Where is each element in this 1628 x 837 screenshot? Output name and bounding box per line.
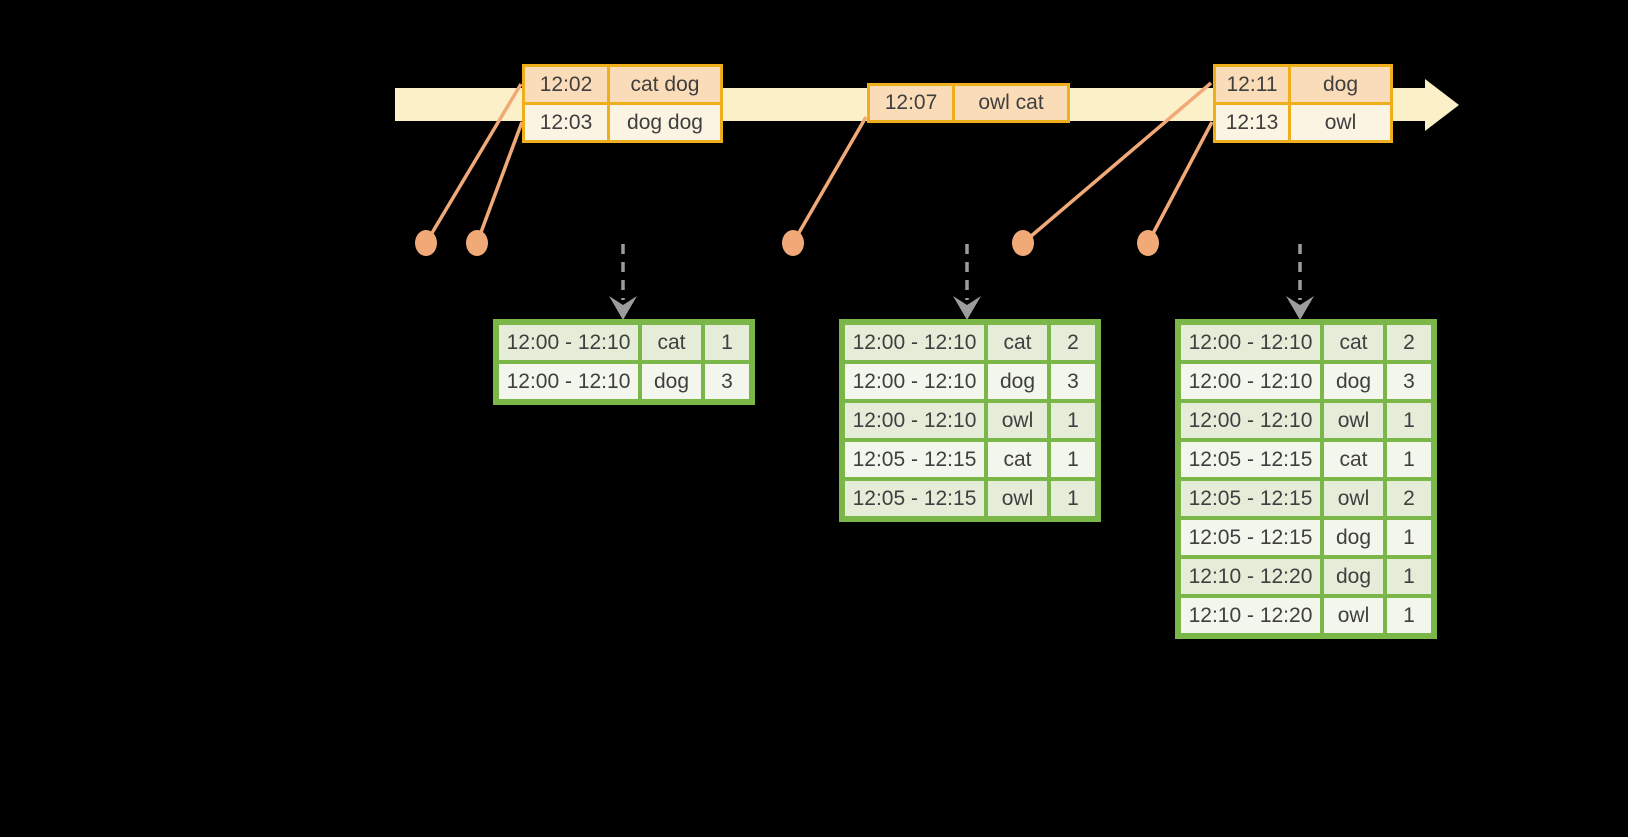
event-time: 12:02 xyxy=(525,67,610,102)
event-marker-dot xyxy=(1137,230,1159,256)
word-cell: owl xyxy=(988,403,1047,438)
timeline-arrowhead-icon xyxy=(1425,79,1459,131)
table-row: 12:05 - 12:15 dog 1 xyxy=(1181,520,1431,555)
event-connector-line xyxy=(424,83,523,244)
table-row: 12:00 - 12:10 owl 1 xyxy=(845,403,1095,438)
event-connector-line xyxy=(1021,81,1213,245)
table-row: 12:00 - 12:10 dog 3 xyxy=(845,364,1095,399)
event-box-2: 12:07 owl cat xyxy=(867,83,1070,123)
word-cell: cat xyxy=(988,442,1047,477)
word-cell: dog xyxy=(1324,364,1383,399)
word-cell: owl xyxy=(988,481,1047,516)
word-cell: owl xyxy=(1324,481,1383,516)
event-marker-dot xyxy=(415,230,437,256)
table-row: 12:00 - 12:10 dog 3 xyxy=(1181,364,1431,399)
word-cell: cat xyxy=(988,325,1047,360)
count-cell: 2 xyxy=(1387,481,1431,516)
table-row: 12:00 - 12:10 cat 2 xyxy=(845,325,1095,360)
table-row: 12:05 - 12:15 owl 2 xyxy=(1181,481,1431,516)
word-cell: cat xyxy=(1324,325,1383,360)
count-cell: 1 xyxy=(1387,598,1431,633)
count-cell: 1 xyxy=(1051,403,1095,438)
event-words: owl xyxy=(1324,110,1357,134)
event-connector-line xyxy=(1146,121,1214,244)
event-words: cat dog xyxy=(630,72,700,96)
window-cell: 12:00 - 12:10 xyxy=(1181,325,1320,360)
window-cell: 12:00 - 12:10 xyxy=(1181,403,1320,438)
event-time: 12:11 xyxy=(1216,67,1291,102)
word-cell: cat xyxy=(1324,442,1383,477)
event-marker-dot xyxy=(466,230,488,256)
count-cell: 2 xyxy=(1387,325,1431,360)
event-connector-line xyxy=(475,121,524,244)
count-cell: 3 xyxy=(705,364,749,399)
window-cell: 12:00 - 12:10 xyxy=(1181,364,1320,399)
word-cell: dog xyxy=(1324,559,1383,594)
word-cell: dog xyxy=(642,364,701,399)
window-cell: 12:05 - 12:15 xyxy=(845,442,984,477)
event-row: 12:02 cat dog xyxy=(525,67,720,102)
event-marker-dot xyxy=(1012,230,1034,256)
event-box-1: 12:02 cat dog 12:03 dog dog xyxy=(522,64,723,143)
table-row: 12:05 - 12:15 owl 1 xyxy=(845,481,1095,516)
table-row: 12:00 - 12:10 cat 2 xyxy=(1181,325,1431,360)
table-row: 12:10 - 12:20 dog 1 xyxy=(1181,559,1431,594)
count-cell: 1 xyxy=(1051,481,1095,516)
result-table-1: 12:00 - 12:10 cat 1 12:00 - 12:10 dog 3 xyxy=(493,319,755,405)
update-arrowhead-icon xyxy=(609,296,637,320)
event-row: 12:11 dog xyxy=(1216,67,1390,102)
count-cell: 1 xyxy=(1387,520,1431,555)
table-row: 12:10 - 12:20 owl 1 xyxy=(1181,598,1431,633)
result-table-3: 12:00 - 12:10 cat 2 12:00 - 12:10 dog 3 … xyxy=(1175,319,1437,639)
event-connector-line xyxy=(791,116,868,244)
update-arrowhead-icon xyxy=(1286,296,1314,320)
event-time: 12:03 xyxy=(525,105,610,140)
count-cell: 3 xyxy=(1051,364,1095,399)
word-cell: owl xyxy=(1324,403,1383,438)
table-row: 12:00 - 12:10 dog 3 xyxy=(499,364,749,399)
event-row: 12:03 dog dog xyxy=(525,102,720,140)
count-cell: 2 xyxy=(1051,325,1095,360)
window-cell: 12:00 - 12:10 xyxy=(845,325,984,360)
table-row: 12:05 - 12:15 cat 1 xyxy=(1181,442,1431,477)
word-cell: dog xyxy=(1324,520,1383,555)
window-cell: 12:05 - 12:15 xyxy=(1181,442,1320,477)
count-cell: 1 xyxy=(705,325,749,360)
window-cell: 12:10 - 12:20 xyxy=(1181,598,1320,633)
count-cell: 1 xyxy=(1387,559,1431,594)
event-words: owl cat xyxy=(978,91,1044,114)
table-row: 12:00 - 12:10 cat 1 xyxy=(499,325,749,360)
window-cell: 12:00 - 12:10 xyxy=(845,364,984,399)
result-table-2: 12:00 - 12:10 cat 2 12:00 - 12:10 dog 3 … xyxy=(839,319,1101,522)
word-cell: cat xyxy=(642,325,701,360)
table-row: 12:00 - 12:10 owl 1 xyxy=(1181,403,1431,438)
window-cell: 12:10 - 12:20 xyxy=(1181,559,1320,594)
count-cell: 1 xyxy=(1387,403,1431,438)
count-cell: 3 xyxy=(1387,364,1431,399)
window-cell: 12:05 - 12:15 xyxy=(1181,481,1320,516)
event-words: dog dog xyxy=(627,110,703,134)
table-row: 12:05 - 12:15 cat 1 xyxy=(845,442,1095,477)
event-row: 12:07 owl cat xyxy=(870,86,1067,120)
event-marker-dot xyxy=(782,230,804,256)
event-box-3: 12:11 dog 12:13 owl xyxy=(1213,64,1393,143)
count-cell: 1 xyxy=(1051,442,1095,477)
window-cell: 12:00 - 12:10 xyxy=(845,403,984,438)
window-cell: 12:00 - 12:10 xyxy=(499,325,638,360)
count-cell: 1 xyxy=(1387,442,1431,477)
event-time: 12:07 xyxy=(870,86,955,120)
event-row: 12:13 owl xyxy=(1216,102,1390,140)
window-cell: 12:05 - 12:15 xyxy=(1181,520,1320,555)
window-cell: 12:00 - 12:10 xyxy=(499,364,638,399)
word-cell: dog xyxy=(988,364,1047,399)
event-words: dog xyxy=(1322,72,1359,96)
event-time: 12:13 xyxy=(1216,105,1291,140)
word-cell: owl xyxy=(1324,598,1383,633)
window-cell: 12:05 - 12:15 xyxy=(845,481,984,516)
update-arrowhead-icon xyxy=(953,296,981,320)
